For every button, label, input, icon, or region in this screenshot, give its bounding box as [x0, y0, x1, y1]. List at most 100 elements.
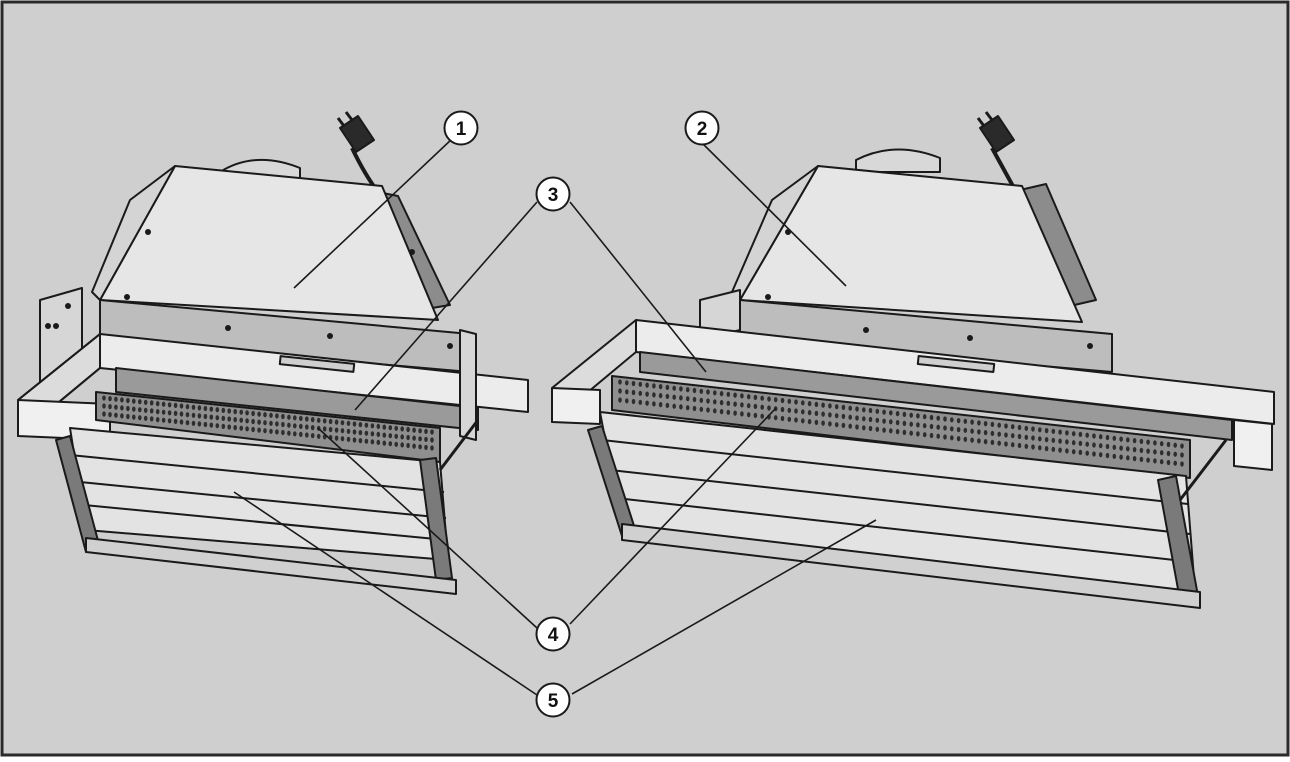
filter-hole — [950, 426, 954, 432]
filter-hole — [1132, 447, 1137, 453]
filter-hole — [245, 410, 249, 416]
filter-hole — [120, 405, 124, 411]
filter-hole — [108, 396, 112, 402]
filter-hole — [1078, 440, 1083, 446]
filter-hole — [233, 409, 237, 415]
filter-hole — [1004, 432, 1008, 438]
filter-hole — [997, 431, 1001, 437]
filter-hole — [787, 416, 792, 422]
filter-hole — [120, 413, 124, 419]
filter-hole — [1173, 451, 1177, 457]
filter-hole — [922, 432, 927, 438]
filter-hole — [631, 380, 636, 387]
filter-hole — [1098, 443, 1103, 449]
filter-hole — [239, 417, 243, 423]
filter-hole — [1024, 443, 1029, 449]
filter-hole — [149, 416, 154, 422]
filter-hole — [685, 387, 690, 393]
filter-hole — [340, 428, 345, 434]
filter-hole — [726, 409, 731, 415]
filter-hole — [658, 402, 663, 408]
filter-hole — [1159, 441, 1164, 447]
filter-hole — [406, 434, 410, 441]
left-grease-filter-rail — [115, 367, 479, 431]
filter-hole — [1112, 444, 1117, 450]
filter-hole — [943, 416, 947, 422]
left-hood — [17, 111, 529, 595]
filter-hole — [430, 445, 434, 451]
filter-hole — [631, 389, 636, 396]
filter-hole — [652, 401, 656, 407]
filter-hole — [346, 428, 351, 434]
filter-hole — [1146, 457, 1150, 463]
filter-hole — [293, 423, 297, 429]
leader-line-4a — [317, 427, 538, 629]
filter-hole — [922, 414, 927, 420]
filter-hole — [322, 418, 327, 424]
filter-hole — [209, 406, 214, 412]
filter-hole — [1010, 433, 1015, 439]
filter-hole — [672, 394, 676, 400]
filter-hole — [733, 410, 737, 416]
filter-hole — [1044, 446, 1049, 452]
left-control-bar — [278, 355, 356, 373]
filter-hole — [692, 396, 697, 403]
callout-2: 2 — [684, 110, 720, 146]
callout-5-label: 5 — [548, 691, 559, 712]
filter-hole — [841, 413, 846, 419]
filter-hole — [943, 425, 947, 431]
callout-3-label: 3 — [548, 185, 559, 206]
filter-hole — [746, 403, 751, 409]
filter-hole — [412, 427, 416, 433]
filter-hole — [841, 404, 846, 410]
filter-hole — [161, 417, 166, 423]
filter-hole — [618, 397, 622, 403]
filter-hole — [299, 431, 303, 437]
filter-hole — [658, 384, 663, 390]
filter-hole — [916, 413, 920, 419]
filter-hole — [263, 420, 267, 426]
filter-hole — [388, 441, 393, 447]
leader-line-3a — [354, 201, 538, 411]
filter-hole — [875, 417, 880, 423]
filter-hole — [197, 405, 202, 411]
filter-hole — [1071, 449, 1076, 455]
filter-hole — [352, 421, 357, 427]
filter-hole — [638, 381, 643, 387]
filter-hole — [430, 437, 434, 443]
filter-hole — [1098, 434, 1103, 440]
filter-hole — [388, 425, 393, 431]
filter-hole — [1126, 437, 1130, 443]
filter-hole — [868, 416, 873, 423]
callout-1: 1 — [443, 110, 479, 146]
filter-hole — [638, 399, 643, 405]
filter-hole — [1105, 452, 1110, 459]
filter-hole — [1017, 424, 1022, 431]
filter-hole — [203, 413, 208, 420]
filter-hole — [293, 431, 297, 437]
filter-hole — [143, 407, 148, 413]
filter-hole — [167, 410, 172, 416]
filter-hole — [155, 409, 160, 415]
filter-hole — [299, 415, 303, 421]
filter-hole — [685, 396, 690, 402]
filter-hole — [794, 408, 798, 414]
filter-hole — [902, 429, 907, 435]
filter-hole — [801, 409, 805, 415]
filter-hole — [257, 411, 261, 417]
filter-hole — [943, 434, 947, 440]
filter-hole — [1004, 441, 1008, 447]
filter-hole — [346, 436, 351, 442]
filter-hole — [834, 404, 839, 410]
filter-hole — [310, 417, 315, 423]
filter-hole — [801, 400, 805, 406]
filter-hole — [299, 423, 303, 429]
filter-hole — [185, 420, 190, 426]
filter-hole — [875, 426, 880, 432]
filter-hole — [807, 410, 812, 416]
filter-hole — [1031, 426, 1035, 432]
filter-hole — [719, 400, 724, 406]
filter-hole — [753, 412, 758, 418]
filter-hole — [394, 441, 399, 447]
filter-hole — [828, 421, 832, 427]
